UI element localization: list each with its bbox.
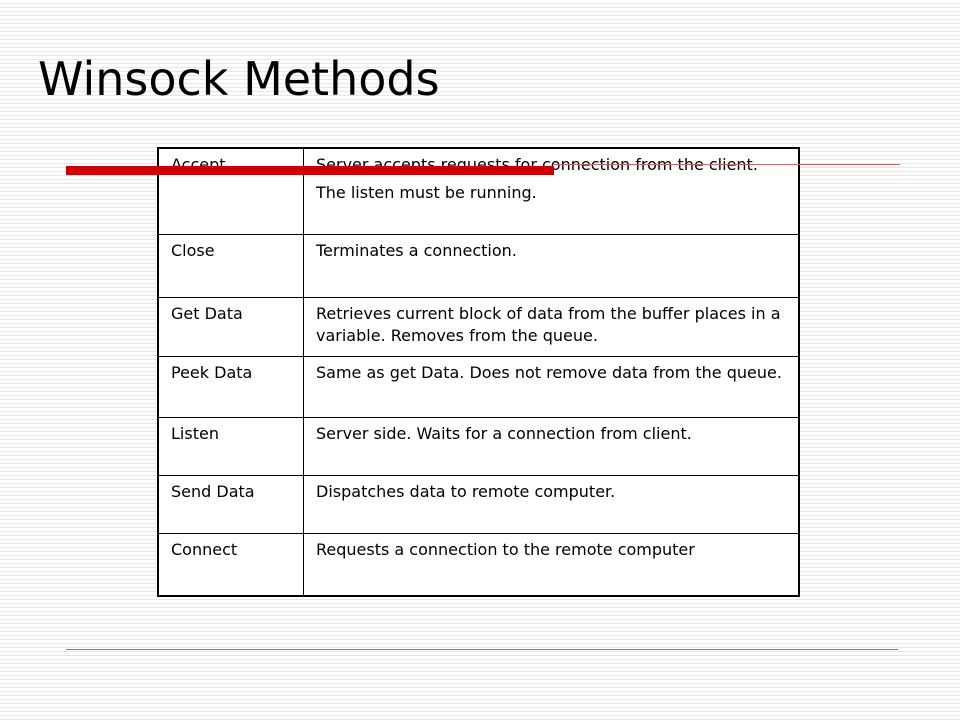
method-name: Send Data <box>157 474 304 534</box>
table-row: Close Terminates a connection. <box>157 233 800 298</box>
method-description: Same as get Data. Does not remove data f… <box>303 355 800 418</box>
method-description: Dispatches data to remote computer. <box>303 474 800 534</box>
table-row: Accept Server accepts requests for conne… <box>157 147 800 235</box>
method-name: Peek Data <box>157 355 304 418</box>
method-description: Retrieves current block of data from the… <box>303 296 800 357</box>
method-description: Terminates a connection. <box>303 233 800 298</box>
method-name: Get Data <box>157 296 304 357</box>
bottom-rule <box>66 649 898 650</box>
description-text: Retrieves current block of data from the… <box>316 303 781 345</box>
description-text: Requests a connection to the remote comp… <box>316 539 695 559</box>
description-text: The listen must be running. <box>316 183 537 202</box>
method-description: Server side. Waits for a connection from… <box>303 416 800 476</box>
method-name: Close <box>157 233 304 298</box>
method-name: Accept <box>157 147 304 235</box>
methods-table: Accept Server accepts requests for conne… <box>157 147 800 597</box>
method-description: Server accepts requests for connection f… <box>303 147 800 235</box>
table-row: Connect Requests a connection to the rem… <box>157 532 800 597</box>
accent-bar <box>66 166 554 175</box>
table-row: Send Data Dispatches data to remote comp… <box>157 474 800 534</box>
table-row: Listen Server side. Waits for a connecti… <box>157 416 800 476</box>
method-name: Connect <box>157 532 304 597</box>
method-description: Requests a connection to the remote comp… <box>303 532 800 597</box>
description-text: Terminates a connection. <box>316 240 517 260</box>
description-text: Dispatches data to remote computer. <box>316 481 616 501</box>
description-text: Server side. Waits for a connection from… <box>316 423 692 443</box>
table-row: Get Data Retrieves current block of data… <box>157 296 800 357</box>
method-name: Listen <box>157 416 304 476</box>
accent-line <box>554 164 900 165</box>
description-text: Same as get Data. Does not remove data f… <box>316 362 782 382</box>
slide-title: Winsock Methods <box>38 52 440 106</box>
table-row: Peek Data Same as get Data. Does not rem… <box>157 355 800 418</box>
